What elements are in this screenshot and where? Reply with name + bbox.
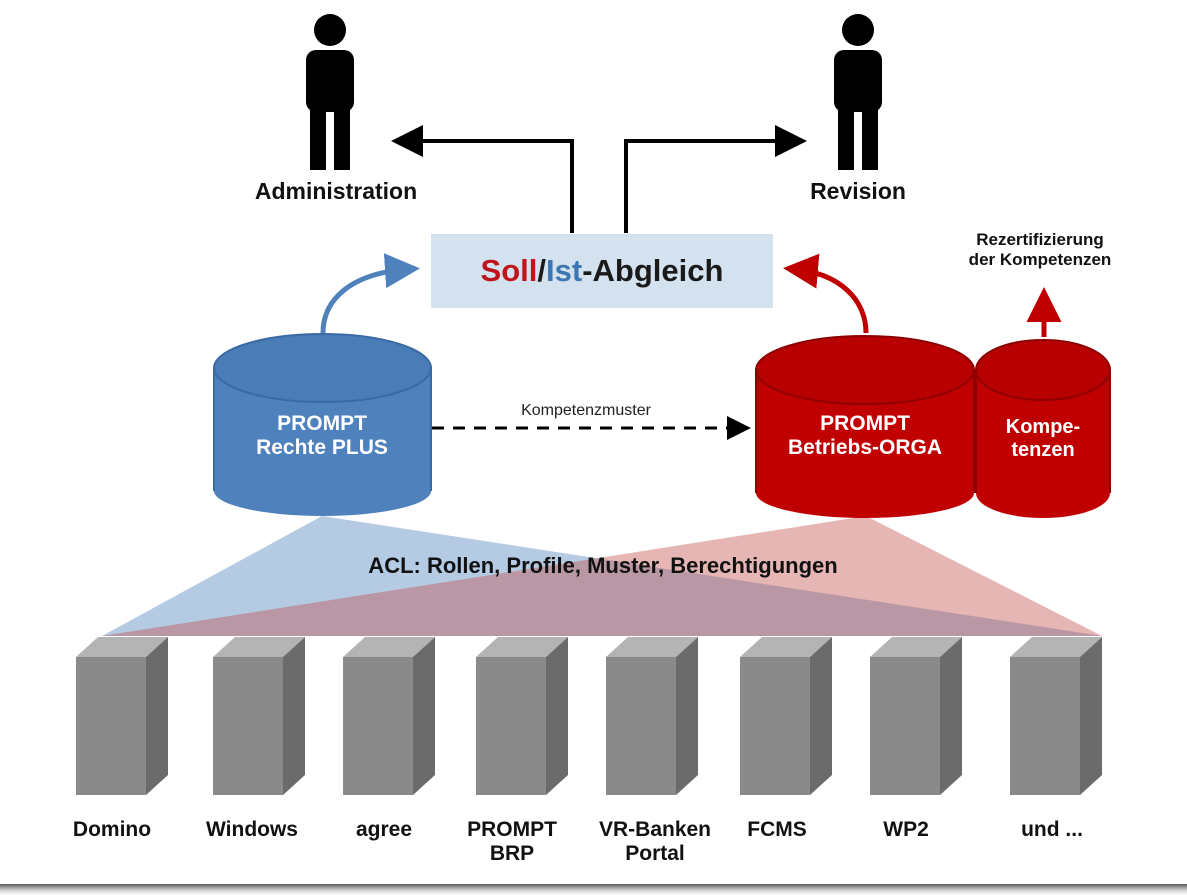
rechte-plus-line1: PROMPT [277,412,367,435]
betriebs-orga-label: PROMPT Betriebs-ORGA [788,412,942,460]
revision-person-icon [834,14,882,170]
system-label-line1: PROMPT [467,818,557,841]
revision-label: Revision [810,178,906,204]
system-label-line1: WP2 [883,818,929,841]
system-label-line1: FCMS [747,818,807,841]
system-label-line2: Portal [625,842,685,866]
bottom-divider [0,884,1187,895]
system-label-line1: Windows [206,818,298,841]
arrow-to-administration [391,125,574,233]
system-label-line1: agree [355,818,413,841]
soll-text: Soll [480,253,538,288]
kompetenzen-line1: Kompe- [1005,416,1081,438]
administration-person-icon [306,14,354,170]
server-vr-banken-portal [606,637,698,795]
system-label-und: und ... [1021,818,1083,842]
server-prompt-brp [476,637,568,795]
arrow-to-revision [624,125,807,233]
system-label-fcms: FCMS [747,818,807,842]
system-label-vr-banken-portal: VR-Banken Portal [599,818,711,866]
betriebs-orga-line2: Betriebs-ORGA [787,436,943,460]
server-agree [343,637,435,795]
abgleich-text: -Abgleich [582,253,724,288]
server-und [1010,637,1102,795]
recertification-line1: Rezertifizierung [976,230,1104,249]
server-wp2 [870,637,962,795]
system-label-wp2: WP2 [883,818,929,842]
soll-ist-abgleich-box: Soll/Ist-Abgleich [431,234,773,308]
arrow-betriebs-to-comparison [783,253,869,334]
database-kompetenzen [975,339,1111,518]
server-domino [76,637,168,795]
system-label-line2: BRP [489,842,535,866]
recertification-label: Rezertifizierung der Kompetenzen [969,230,1112,269]
system-label-line1: Domino [72,818,152,841]
system-label-agree: agree [356,818,412,842]
server-windows [213,637,305,795]
system-label-domino: Domino [73,818,151,842]
rechte-plus-label: PROMPT Rechte PLUS [256,412,388,460]
server-fcms [740,637,832,795]
administration-label: Administration [254,178,418,204]
kompetenzen-label: Kompe- tenzen [1006,416,1080,462]
arrow-rechte-to-comparison [320,253,420,334]
betriebs-orga-line1: PROMPT [820,412,910,435]
acl-label: ACL: Rollen, Profile, Muster, Berechtigu… [368,553,838,578]
ist-text: Ist [546,253,583,288]
acl-fan-blue [102,516,1102,636]
recertification-line2: der Kompetenzen [968,249,1112,269]
kompetenzen-line2: tenzen [1011,439,1075,461]
system-label-windows: Windows [206,818,298,842]
rechte-plus-line2: Rechte PLUS [256,436,388,460]
kompetenzmuster-label: Kompetenzmuster [521,402,651,419]
database-rechte-plus [213,333,432,516]
system-label-line1: und ... [1021,818,1083,841]
database-betriebs-orga [755,335,975,518]
system-label-line1: VR-Banken [598,818,712,841]
acl-fan-red [102,516,1102,636]
slash-text: / [537,253,547,288]
system-label-prompt-brp: PROMPT BRP [467,818,557,866]
